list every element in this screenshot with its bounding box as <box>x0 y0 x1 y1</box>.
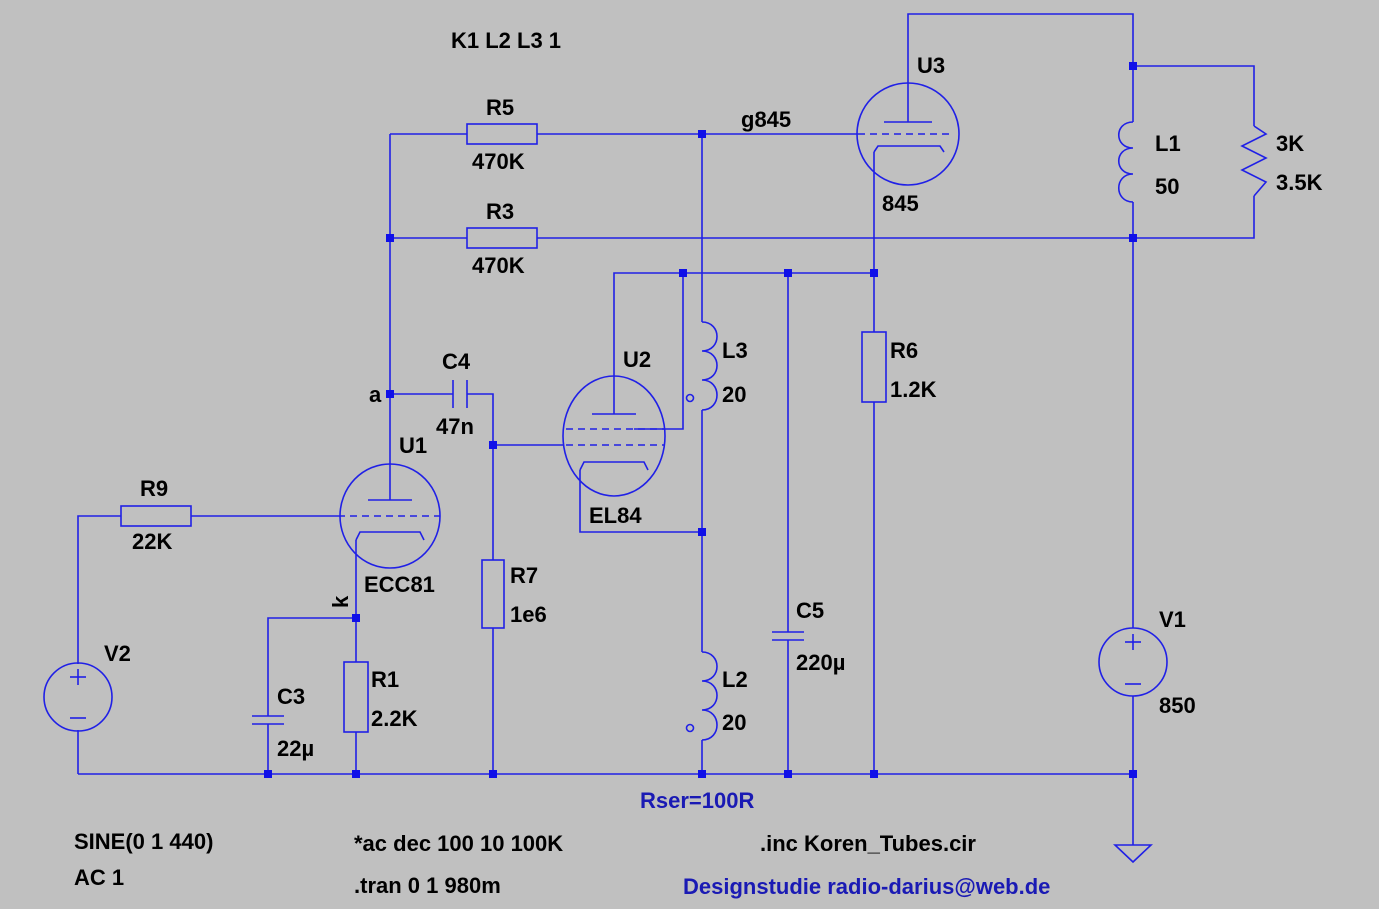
v1-voltage-source[interactable] <box>1098 627 1168 697</box>
l3-phase-dot-icon <box>685 393 695 403</box>
c5-capacitor[interactable] <box>772 631 804 641</box>
r1-resistor[interactable] <box>343 661 369 733</box>
c3-name: C3 <box>277 684 305 709</box>
u2-name: U2 <box>623 347 651 372</box>
c5-name: C5 <box>796 598 824 623</box>
v1-name: V1 <box>1159 607 1186 632</box>
ground-icon <box>1112 844 1154 864</box>
r5-name: R5 <box>486 95 514 120</box>
load-resistor-value: 3.5K <box>1276 170 1323 195</box>
r6-resistor[interactable] <box>861 331 887 403</box>
u1-model: ECC81 <box>364 572 435 597</box>
u3-tube[interactable] <box>856 82 960 186</box>
c4-name: C4 <box>442 349 471 374</box>
r3-name: R3 <box>486 199 514 224</box>
l3-name: L3 <box>722 338 748 363</box>
junctions <box>264 62 1137 778</box>
u3-model: 845 <box>882 191 919 216</box>
net-label-g845: g845 <box>741 107 791 132</box>
r9-resistor[interactable] <box>120 505 192 527</box>
r1-name: R1 <box>371 667 399 692</box>
c4-capacitor[interactable] <box>452 380 468 408</box>
r1-value: 2.2K <box>371 706 418 731</box>
r5-value: 470K <box>472 149 525 174</box>
load-resistor-zigzag[interactable] <box>1240 125 1268 197</box>
l3-inductor[interactable] <box>701 321 718 411</box>
r7-resistor[interactable] <box>481 559 505 629</box>
v2-voltage-source[interactable] <box>43 662 113 732</box>
r6-value: 1.2K <box>890 377 937 402</box>
tran-analysis-directive[interactable]: .tran 0 1 980m <box>354 873 501 898</box>
l1-value: 50 <box>1155 174 1179 199</box>
r7-value: 1e6 <box>510 602 547 627</box>
u3-name: U3 <box>917 53 945 78</box>
l2-name: L2 <box>722 667 748 692</box>
l2-value: 20 <box>722 710 746 735</box>
l2-inductor[interactable] <box>701 651 718 741</box>
u1-tube[interactable] <box>338 463 441 569</box>
c4-value: 47n <box>436 414 474 439</box>
load-resistor-name: 3K <box>1276 131 1304 156</box>
r3-value: 470K <box>472 253 525 278</box>
include-directive[interactable]: .inc Koren_Tubes.cir <box>760 831 976 856</box>
coupling-directive[interactable]: K1 L2 L3 1 <box>451 28 561 53</box>
l1-inductor[interactable] <box>1117 121 1134 203</box>
l3-value: 20 <box>722 382 746 407</box>
u1-name: U1 <box>399 433 427 458</box>
l2-phase-dot-icon <box>685 723 695 733</box>
rser-label: Rser=100R <box>640 788 754 813</box>
r9-value: 22K <box>132 529 172 554</box>
credit-comment: Designstudie radio-darius@web.de <box>683 874 1050 899</box>
net-label-k: k <box>328 595 353 608</box>
ac-analysis-comment[interactable]: *ac dec 100 10 100K <box>354 831 563 856</box>
r5-resistor[interactable] <box>466 123 538 145</box>
r3-resistor[interactable] <box>466 227 538 249</box>
r7-name: R7 <box>510 563 538 588</box>
r6-name: R6 <box>890 338 918 363</box>
u2-tube[interactable] <box>562 375 666 497</box>
v2-name: V2 <box>104 641 131 666</box>
v1-value: 850 <box>1159 693 1196 718</box>
c5-value: 220µ <box>796 650 845 675</box>
l1-name: L1 <box>1155 131 1181 156</box>
c3-capacitor[interactable] <box>252 715 284 725</box>
wires <box>77 13 1255 845</box>
r9-name: R9 <box>140 476 168 501</box>
c3-value: 22µ <box>277 736 314 761</box>
v2-sine-directive[interactable]: SINE(0 1 440) <box>74 829 213 854</box>
u2-model: EL84 <box>589 503 642 528</box>
net-label-a: a <box>369 382 382 407</box>
v2-ac-directive[interactable]: AC 1 <box>74 865 124 890</box>
